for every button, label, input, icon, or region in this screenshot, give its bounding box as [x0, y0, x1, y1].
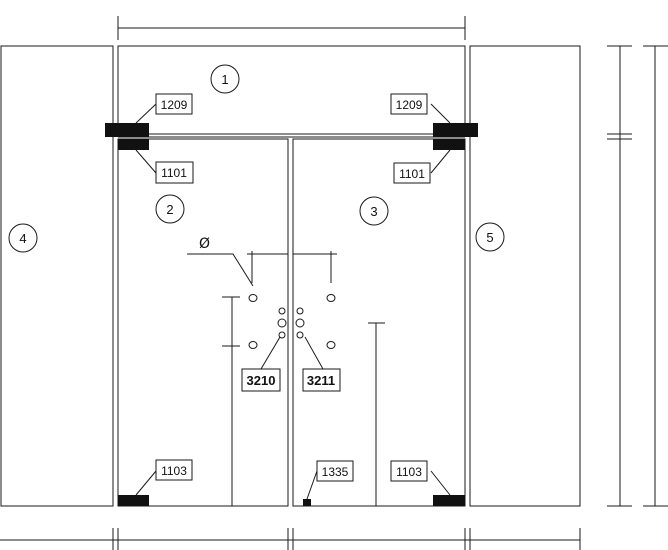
door-top-fitting-right [433, 139, 465, 150]
tag-bottom-right: 1103 [390, 460, 428, 482]
lock-hole-left-2 [277, 318, 287, 328]
tag-top-patch-left-label: 1209 [161, 98, 188, 112]
lock-hole-right-2 [295, 318, 305, 328]
left-door-leaf [117, 138, 289, 507]
tag-door-top-right: 1101 [393, 162, 431, 184]
panel-number-right-door: 3 [359, 196, 389, 226]
bottom-dimension-line [0, 528, 581, 550]
handle-construction-lines [222, 251, 385, 506]
tag-bottom-left: 1103 [155, 459, 193, 481]
tag-door-top-left: 1101 [155, 161, 194, 184]
lock-hole-left-1 [278, 307, 286, 315]
panel-number-transom-label: 1 [221, 72, 228, 87]
bottom-fitting-right [433, 495, 465, 506]
tag-top-patch-right: 1209 [390, 93, 428, 115]
hole-right-upper [326, 294, 336, 302]
panel-number-right-sidelight: 5 [475, 222, 505, 252]
tag-handle-left-label: 3210 [247, 373, 276, 388]
top-patch-fitting-right [433, 123, 478, 137]
hole-right-lower [326, 341, 336, 349]
diameter-symbol: Ø [199, 236, 210, 252]
tag-door-top-right-label: 1101 [399, 167, 425, 181]
tag-bottom-right-label: 1103 [396, 465, 422, 479]
tag-door-top-left-label: 1101 [161, 166, 187, 180]
lock-hole-right-3 [296, 331, 304, 339]
handle-holes [248, 294, 336, 349]
door-top-fitting-left [118, 139, 149, 150]
panel-number-left-door: 2 [155, 194, 185, 224]
leader-lines [135, 103, 451, 500]
tag-floor-lock-label: 1335 [322, 465, 349, 479]
top-patch-fitting-left [105, 123, 149, 137]
right-door-leaf [292, 138, 466, 507]
lock-hole-right-1 [296, 307, 304, 315]
left-sidelight-panel [0, 45, 114, 507]
bottom-fitting-left [118, 495, 149, 506]
right-dimension-lines [607, 45, 668, 507]
panel-number-right-sidelight-label: 5 [486, 230, 493, 245]
tag-bottom-left-label: 1103 [161, 464, 187, 478]
lock-hole-left-3 [278, 331, 286, 339]
panel-number-transom: 1 [210, 64, 240, 94]
panel-number-left-sidelight-label: 4 [19, 231, 26, 246]
tag-top-patch-right-label: 1209 [396, 98, 423, 112]
panel-number-left-door-label: 2 [166, 202, 173, 217]
hole-left-lower [248, 341, 258, 349]
tag-top-patch-left: 1209 [155, 93, 193, 115]
tag-handle-right-label: 3211 [307, 373, 335, 388]
hole-left-upper [248, 294, 258, 302]
top-dimension-line [117, 16, 466, 40]
panel-number-right-door-label: 3 [370, 204, 377, 219]
right-sidelight-panel [469, 45, 581, 507]
floor-lock-fitting [303, 499, 311, 506]
transom-panel [117, 45, 466, 135]
panel-number-left-sidelight: 4 [8, 223, 38, 253]
tag-floor-lock: 1335 [316, 460, 354, 482]
tag-handle-left: 3210 [241, 368, 281, 392]
tag-handle-right: 3211 [302, 368, 341, 392]
